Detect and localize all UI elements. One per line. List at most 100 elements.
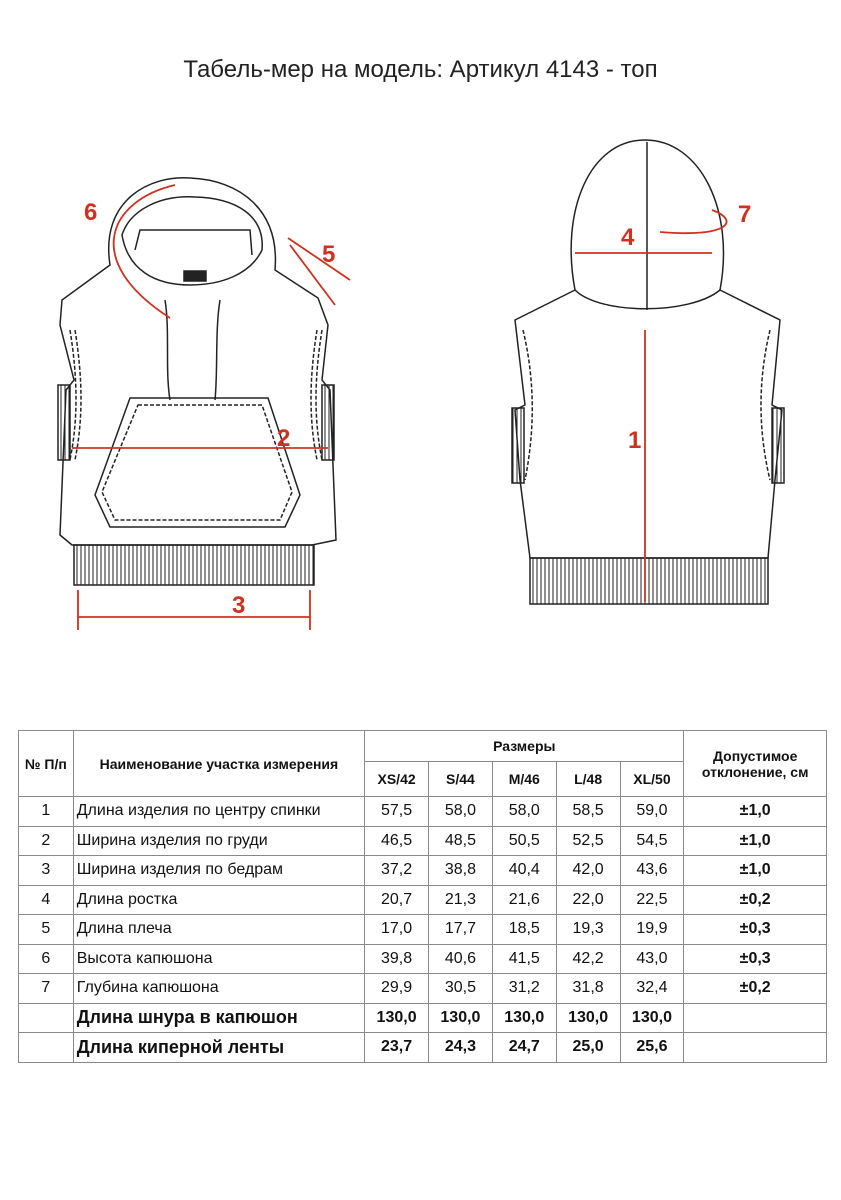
- row-value: 30,5: [428, 973, 493, 1004]
- row-number: 2: [18, 825, 74, 856]
- row-name: Длина киперной ленты: [72, 1032, 366, 1063]
- row-value: 32,4: [619, 973, 685, 1004]
- row-value: 31,8: [555, 973, 621, 1004]
- row-value: 31,2: [491, 973, 557, 1004]
- row-value: 59,0: [619, 796, 685, 827]
- row-value: 24,3: [428, 1032, 493, 1063]
- row-value: 58,5: [555, 796, 621, 827]
- header-size: S/44: [428, 761, 493, 797]
- row-number: 5: [18, 914, 74, 945]
- row-name: Длина ростка: [72, 884, 366, 915]
- row-value: 22,5: [619, 884, 685, 915]
- row-value: 130,0: [555, 1002, 621, 1033]
- row-name: Высота капюшона: [72, 943, 366, 974]
- row-value: 40,6: [428, 943, 493, 974]
- row-value: 58,0: [428, 796, 493, 827]
- row-number: 6: [18, 943, 74, 974]
- row-value: 41,5: [491, 943, 557, 974]
- header-no: № П/п: [18, 730, 74, 797]
- row-value: 58,0: [491, 796, 557, 827]
- row-tolerance: ±0,2: [683, 973, 827, 1004]
- row-value: 17,7: [428, 914, 493, 945]
- row-value: 43,0: [619, 943, 685, 974]
- row-value: 130,0: [428, 1002, 493, 1033]
- row-value: 25,0: [555, 1032, 621, 1063]
- row-name: Ширина изделия по груди: [72, 825, 366, 856]
- row-value: 38,8: [428, 855, 493, 886]
- row-name: Длина шнура в капюшон: [72, 1002, 366, 1033]
- measure-label-5: 5: [322, 241, 335, 268]
- header-size: M/46: [491, 761, 557, 797]
- row-number: 1: [18, 796, 74, 827]
- row-name: Длина изделия по центру спинки: [72, 796, 366, 827]
- header-sizes: Размеры: [364, 730, 685, 762]
- row-value: 29,9: [364, 973, 429, 1004]
- row-value: 42,0: [555, 855, 621, 886]
- row-tolerance: ±0,3: [683, 943, 827, 974]
- row-value: 22,0: [555, 884, 621, 915]
- empty-cell: [18, 1032, 74, 1063]
- row-value: 42,2: [555, 943, 621, 974]
- row-value: 130,0: [491, 1002, 557, 1033]
- row-value: 20,7: [364, 884, 429, 915]
- row-value: 18,5: [491, 914, 557, 945]
- row-value: 17,0: [364, 914, 429, 945]
- garment-sketches: 2 3 5 6 4 1 7: [57, 139, 785, 630]
- row-tolerance: ±0,2: [683, 884, 827, 915]
- measure-label-4: 4: [621, 224, 635, 251]
- front-view-sketch: [57, 177, 337, 586]
- empty-cell: [683, 1002, 827, 1033]
- measure-label-7: 7: [738, 201, 751, 228]
- row-number: 3: [18, 855, 74, 886]
- row-value: 57,5: [364, 796, 429, 827]
- measure-label-3: 3: [232, 592, 245, 619]
- header-name: Наименование участка измерения: [72, 730, 366, 797]
- row-name: Глубина капюшона: [72, 973, 366, 1004]
- row-value: 39,8: [364, 943, 429, 974]
- header-tolerance: Допустимое отклонение, см: [683, 730, 827, 797]
- row-value: 19,3: [555, 914, 621, 945]
- measurement-lines: [72, 184, 728, 630]
- row-value: 19,9: [619, 914, 685, 945]
- row-value: 46,5: [364, 825, 429, 856]
- header-size: XL/50: [619, 761, 685, 797]
- measure-label-6: 6: [84, 199, 97, 226]
- row-value: 21,6: [491, 884, 557, 915]
- row-value: 43,6: [619, 855, 685, 886]
- row-value: 52,5: [555, 825, 621, 856]
- row-value: 130,0: [364, 1002, 429, 1033]
- header-size: L/48: [555, 761, 621, 797]
- row-value: 130,0: [619, 1002, 685, 1033]
- empty-cell: [683, 1032, 827, 1063]
- row-tolerance: ±1,0: [683, 825, 827, 856]
- row-value: 23,7: [364, 1032, 429, 1063]
- header-size: XS/42: [364, 761, 429, 797]
- row-value: 21,3: [428, 884, 493, 915]
- row-name: Ширина изделия по бедрам: [72, 855, 366, 886]
- row-value: 37,2: [364, 855, 429, 886]
- row-number: 4: [18, 884, 74, 915]
- row-number: 7: [18, 973, 74, 1004]
- row-tolerance: ±1,0: [683, 855, 827, 886]
- row-tolerance: ±1,0: [683, 796, 827, 827]
- row-value: 24,7: [491, 1032, 557, 1063]
- measurement-table: № П/п Наименование участка измерения Раз…: [18, 730, 827, 1063]
- measure-label-2: 2: [277, 425, 290, 452]
- row-value: 40,4: [491, 855, 557, 886]
- row-name: Длина плеча: [72, 914, 366, 945]
- page-title: Табель-мер на модель: Артикул 4143 - топ: [183, 56, 658, 83]
- back-view-sketch: [511, 139, 785, 605]
- row-value: 25,6: [619, 1032, 685, 1063]
- row-tolerance: ±0,3: [683, 914, 827, 945]
- row-value: 48,5: [428, 825, 493, 856]
